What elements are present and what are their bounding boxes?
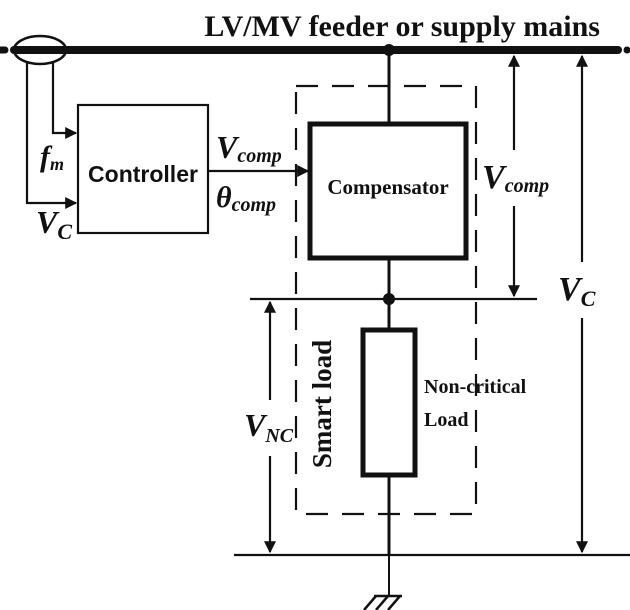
noncritical-load-block [360,327,418,478]
noncritical-load-label-line1: Non-critical [424,376,527,398]
feeder-title: LV/MV feeder or supply mains [204,10,600,43]
controller-label: Controller [88,161,198,187]
smart-load-label: Smart load [307,340,337,468]
feeder-bus [0,46,630,54]
vnc-label: VNC [244,407,294,447]
controller-block [76,103,210,235]
sensor-ellipse [12,34,68,66]
bus-junction [383,44,395,56]
smart-load-boundary [294,84,478,516]
vc-total-label: VC [558,271,596,311]
compensator-label: Compensator [327,175,448,199]
noncritical-load-label-line2: Load [424,409,468,431]
fm-label: fm [40,140,64,174]
sensor-wires [25,63,78,209]
vcomp-output-label: Vcomp [216,129,282,167]
mid-junction [383,293,395,305]
vcomp-drop-label: Vcomp [482,159,549,197]
vc-input-label: VC [36,204,72,244]
ground-icon [363,555,402,610]
theta-comp-label: θcomp [216,181,276,216]
